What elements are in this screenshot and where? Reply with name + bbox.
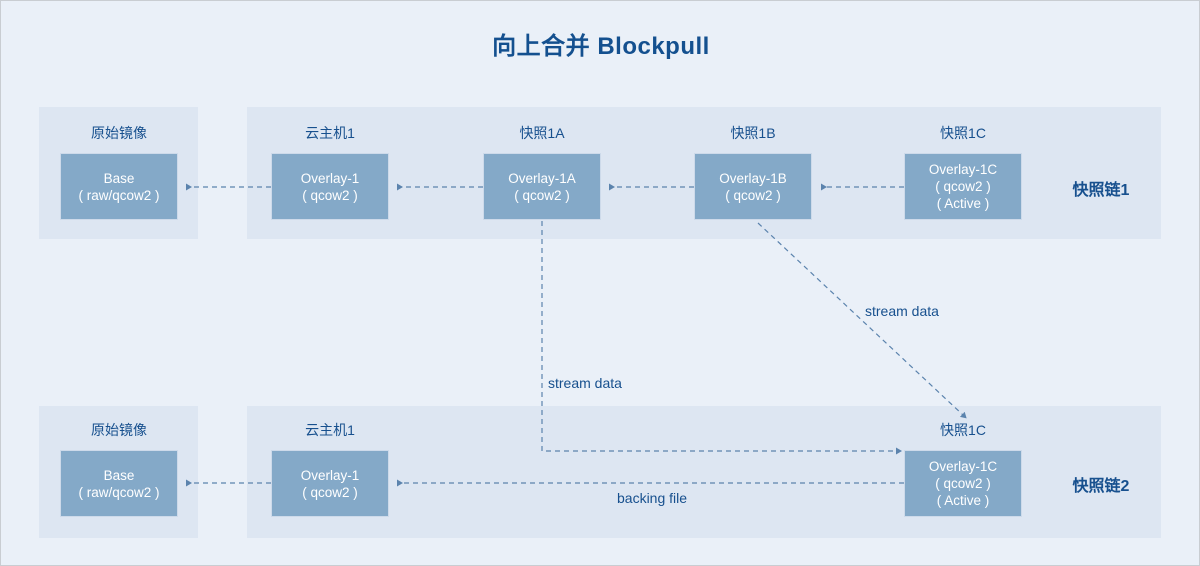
chain-label-2: 快照链2 <box>1072 478 1130 495</box>
node-line: Base <box>103 170 135 186</box>
node-line: ( qcow2 ) <box>935 476 991 491</box>
node-line: ( qcow2 ) <box>935 179 991 194</box>
group-label-chain1-snap1c: 快照1C <box>940 125 986 141</box>
group-label-chain2-host: 云主机1 <box>305 422 355 438</box>
node-line: Overlay-1C <box>928 162 998 177</box>
node-chain2-base[interactable]: Base ( raw/qcow2 ) <box>60 450 178 517</box>
node-line: Overlay-1A <box>508 170 576 186</box>
node-line: ( qcow2 ) <box>725 187 781 203</box>
node-chain1-overlay1b[interactable]: Overlay-1B ( qcow2 ) <box>694 153 812 220</box>
node-line: Overlay-1 <box>300 170 360 186</box>
page-title: 向上合并 Blockpull <box>492 33 710 60</box>
edge-label-stream-data-vertical: stream data <box>548 375 622 391</box>
node-line: Base <box>103 467 135 483</box>
link-stream-data-diagonal <box>757 222 967 419</box>
node-chain2-overlay1[interactable]: Overlay-1 ( qcow2 ) <box>271 450 389 517</box>
group-label-chain2-origin: 原始镜像 <box>91 422 147 438</box>
node-chain2-overlay1c[interactable]: Overlay-1C ( qcow2 ) ( Active ) <box>904 450 1022 517</box>
node-chain1-overlay1c[interactable]: Overlay-1C ( qcow2 ) ( Active ) <box>904 153 1022 220</box>
node-line: ( raw/qcow2 ) <box>78 484 160 500</box>
node-line: ( raw/qcow2 ) <box>78 187 160 203</box>
node-line: ( Active ) <box>936 493 990 508</box>
node-line: Overlay-1C <box>928 459 998 474</box>
node-line: ( qcow2 ) <box>302 484 358 500</box>
node-chain1-base[interactable]: Base ( raw/qcow2 ) <box>60 153 178 220</box>
group-label-chain1-origin: 原始镜像 <box>91 125 147 141</box>
group-label-chain1-host: 云主机1 <box>305 125 355 141</box>
group-label-chain2-snap1c: 快照1C <box>940 422 986 438</box>
node-line: ( Active ) <box>936 196 990 211</box>
node-line: ( qcow2 ) <box>302 187 358 203</box>
node-line: Overlay-1B <box>719 170 787 186</box>
group-label-chain1-snap1b: 快照1B <box>730 125 776 141</box>
edge-label-backing-file: backing file <box>617 490 688 506</box>
node-line: ( qcow2 ) <box>514 187 570 203</box>
edge-label-stream-data-diagonal: stream data <box>865 303 939 319</box>
chain-label-1: 快照链1 <box>1072 182 1130 199</box>
group-label-chain1-snap1a: 快照1A <box>519 125 565 141</box>
node-chain1-overlay1[interactable]: Overlay-1 ( qcow2 ) <box>271 153 389 220</box>
node-line: Overlay-1 <box>300 467 360 483</box>
node-chain1-overlay1a[interactable]: Overlay-1A ( qcow2 ) <box>483 153 601 220</box>
